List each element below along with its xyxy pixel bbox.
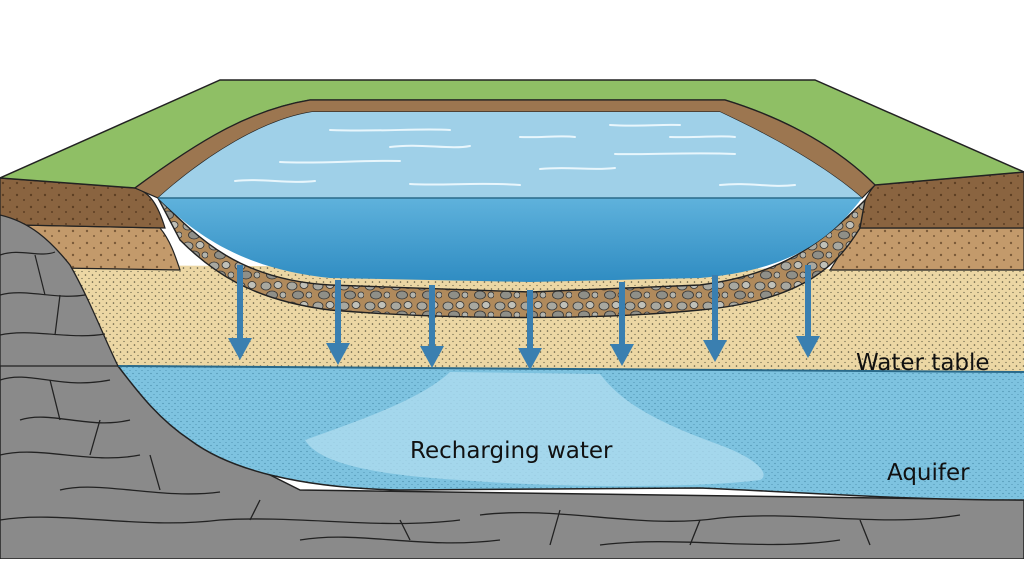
gravel-layer	[157, 197, 867, 319]
aquifer-label: Aquifer	[887, 460, 970, 486]
water-ripples	[234, 123, 796, 187]
infiltration-arrow	[228, 265, 252, 360]
infiltration-arrow	[703, 275, 727, 362]
recharge-plume	[305, 372, 764, 486]
infiltration-arrow	[610, 282, 634, 366]
infiltration-arrow	[796, 265, 820, 358]
infiltration-arrow	[518, 290, 542, 370]
recharging-water-label: Recharging water	[410, 438, 613, 464]
infiltration-arrows	[228, 265, 820, 370]
infiltration-arrow	[326, 280, 350, 365]
pond-water	[158, 198, 862, 282]
infiltration-arrow	[420, 285, 444, 368]
water-table-line	[117, 365, 1024, 373]
pond-surface	[158, 112, 862, 198]
water-table-label: Water table	[856, 350, 990, 376]
